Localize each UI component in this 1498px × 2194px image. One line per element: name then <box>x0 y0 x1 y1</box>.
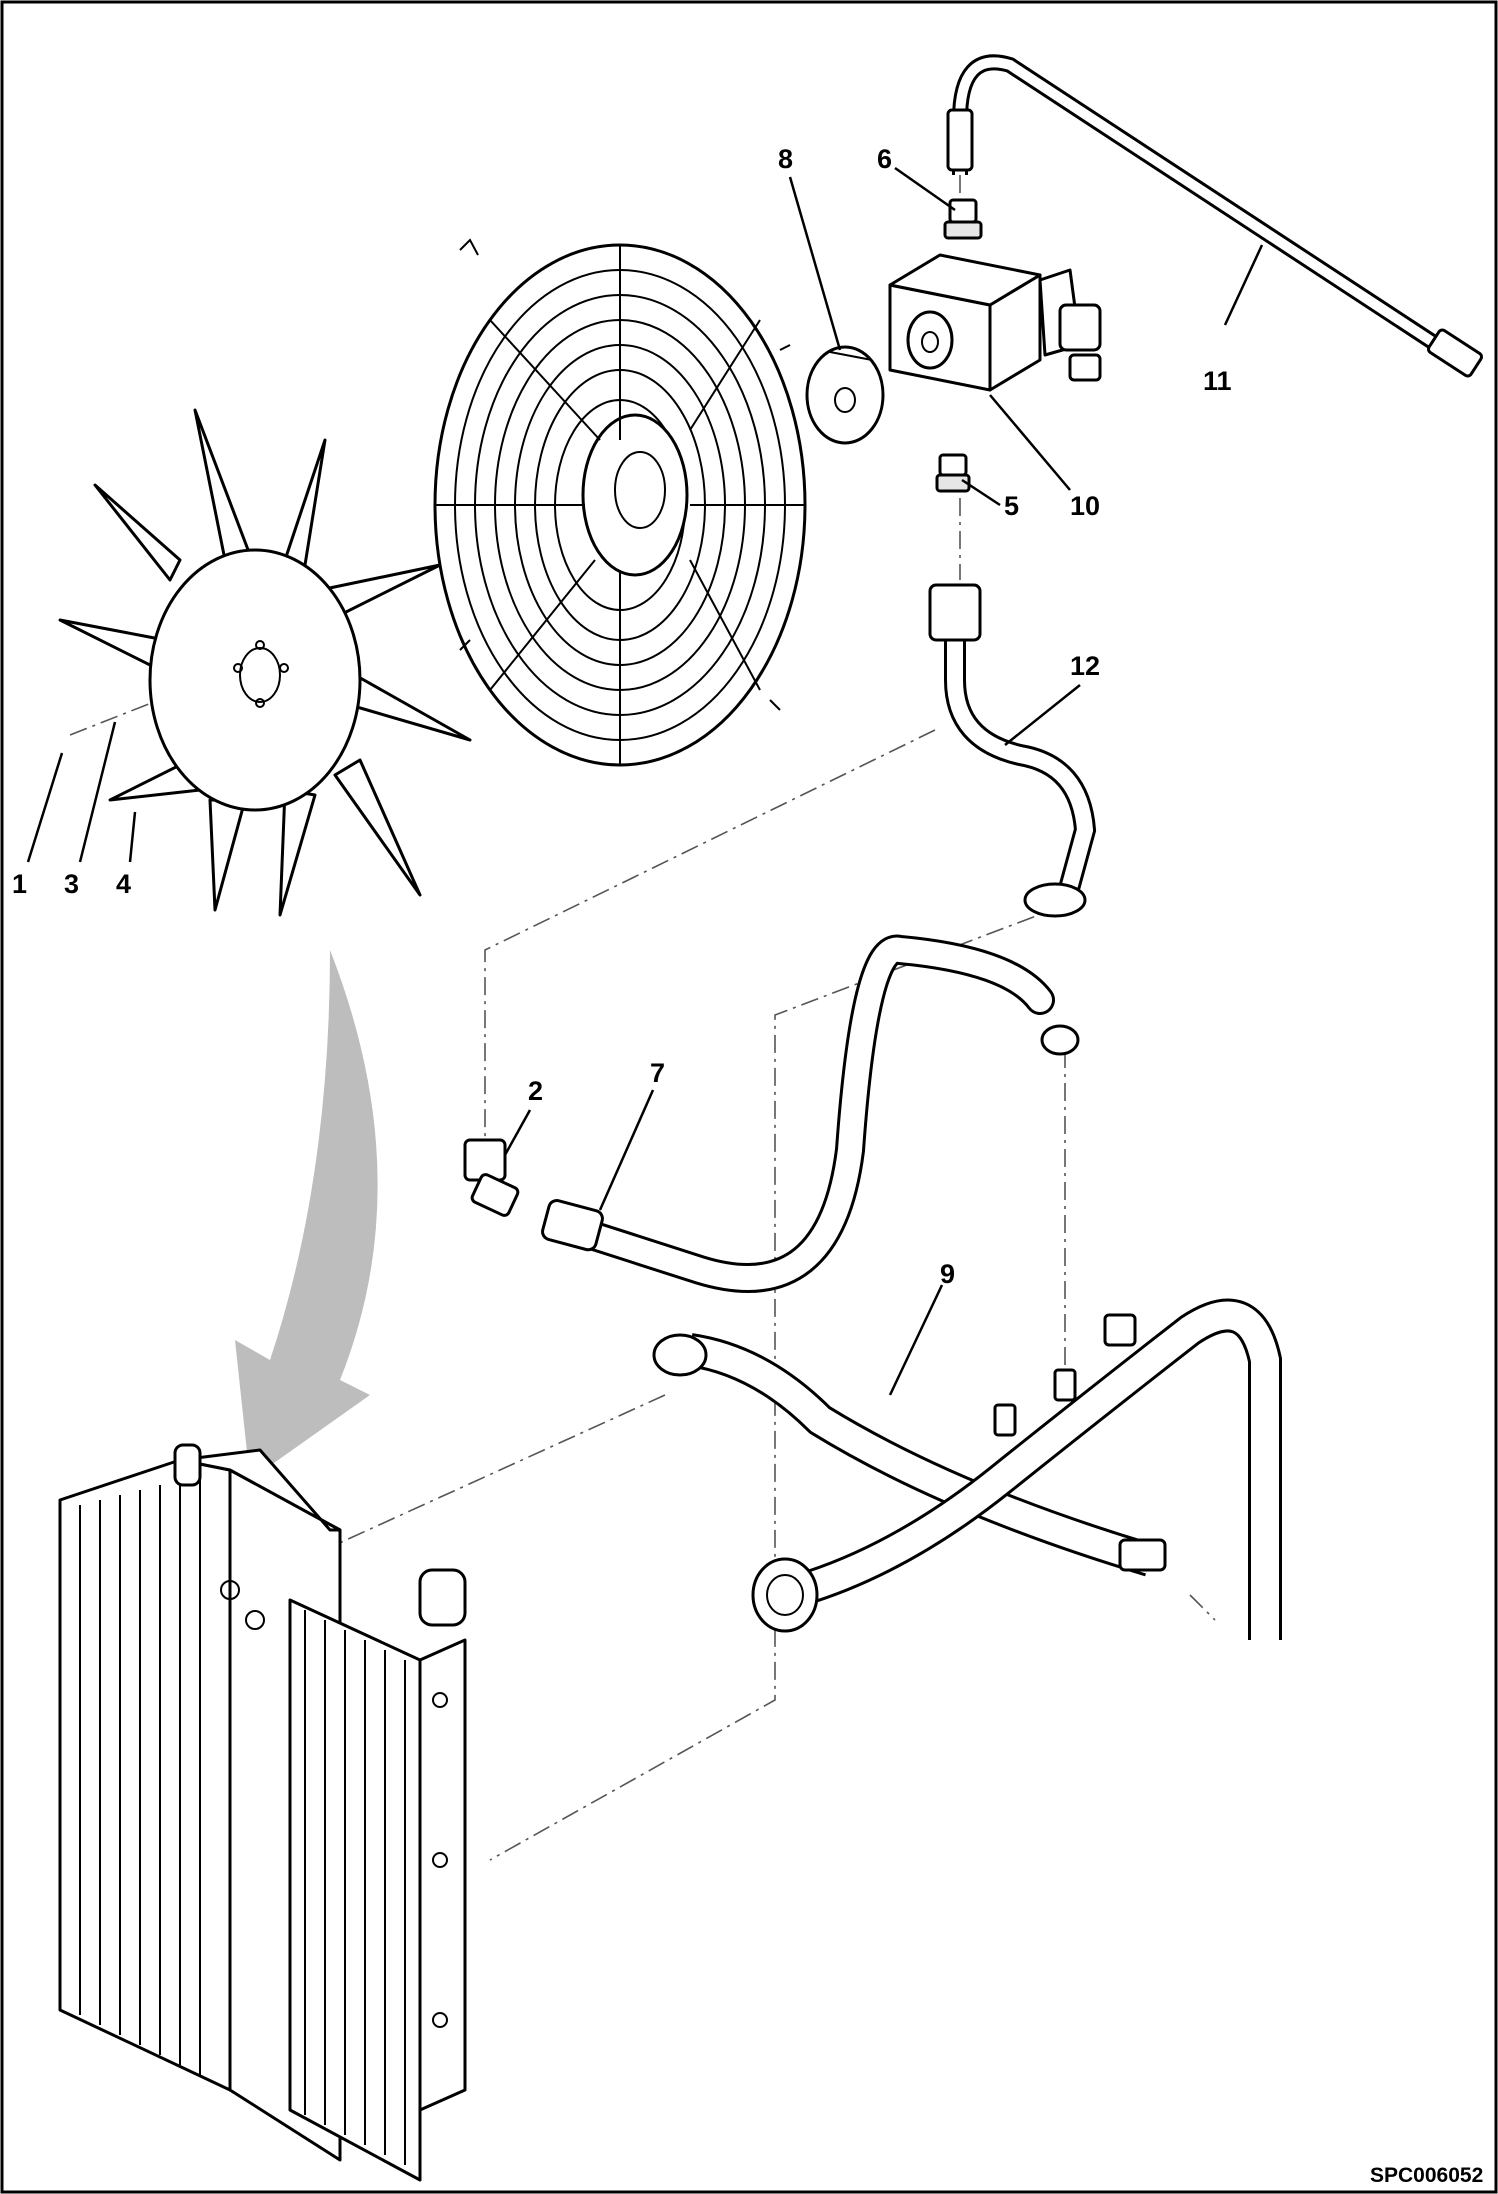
fan-hub-disc <box>148 548 362 812</box>
fitting-5 <box>935 453 971 493</box>
fitting-6 <box>943 198 983 240</box>
coupling <box>805 345 885 445</box>
callout-4: 4 <box>116 869 131 899</box>
elbow-fitting-2 <box>463 1138 520 1217</box>
hose-11 <box>946 54 1484 378</box>
callout-1: 1 <box>12 869 27 899</box>
oil-cooler <box>58 1443 467 2182</box>
fan-guard <box>433 238 807 767</box>
callout-8: 8 <box>778 144 793 174</box>
leader-lines <box>26 166 1264 1396</box>
direction-arrow <box>235 950 378 1480</box>
callout-6: 6 <box>877 144 892 174</box>
callout-12: 12 <box>1070 651 1100 681</box>
callout-labels: 1 2 3 4 5 6 7 8 9 10 11 12 <box>12 144 1232 1289</box>
callout-2: 2 <box>528 1076 543 1106</box>
hydraulic-motor <box>888 253 1102 392</box>
fan <box>58 408 472 917</box>
callout-11: 11 <box>1203 366 1232 396</box>
callout-5: 5 <box>1004 491 1019 521</box>
hose-7 <box>541 934 1080 1293</box>
callout-3: 3 <box>64 869 79 899</box>
callout-9: 9 <box>940 1259 955 1289</box>
callout-7: 7 <box>650 1058 665 1088</box>
hose-12 <box>928 583 1097 918</box>
drawing-code: SPC006052 <box>1370 2164 1483 2187</box>
callout-10: 10 <box>1070 491 1100 521</box>
hose-assembly-9 <box>652 1298 1282 1640</box>
